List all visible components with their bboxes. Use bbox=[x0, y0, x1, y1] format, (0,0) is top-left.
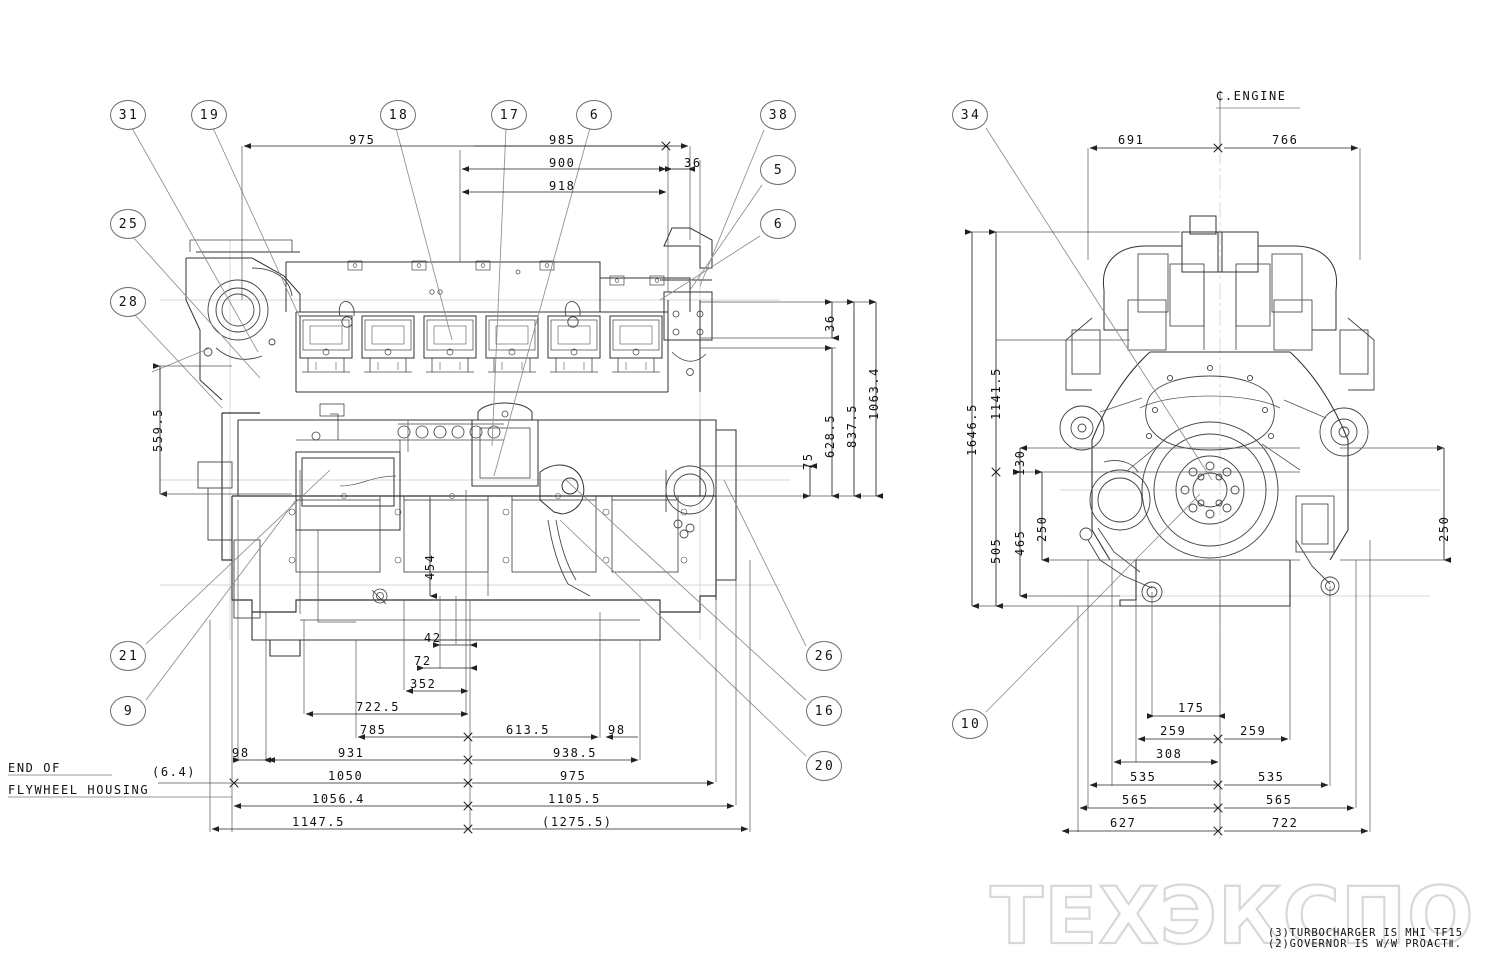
left-view-right-extension-lines bbox=[700, 301, 876, 497]
balloon-callout-5[interactable]: 5 bbox=[760, 155, 796, 185]
dimension-label: 98 bbox=[608, 723, 626, 737]
dimension-label: 837.5 bbox=[845, 403, 859, 448]
dimension-label: 175 bbox=[1178, 701, 1205, 715]
balloon-callout-10[interactable]: 10 bbox=[952, 709, 988, 739]
left-view-leader-lines bbox=[131, 127, 807, 757]
dimension-label: 628.5 bbox=[823, 413, 837, 458]
balloon-callout-6-right[interactable]: 6 bbox=[760, 209, 796, 239]
balloon-callout-20[interactable]: 20 bbox=[806, 751, 842, 781]
left-view-bottom-extension-lines bbox=[209, 500, 751, 832]
note-line-2: (2)GOVERNOR IS W/W PROACTⅡ. bbox=[1268, 937, 1462, 950]
balloon-callout-17[interactable]: 17 bbox=[491, 100, 527, 130]
dimension-label: 1147.5 bbox=[292, 815, 345, 829]
dimension-label: 36 bbox=[684, 156, 702, 170]
balloon-callout-34[interactable]: 34 bbox=[952, 100, 988, 130]
dimension-label: (1275.5) bbox=[542, 815, 613, 829]
dimension-label: 975 bbox=[349, 133, 376, 147]
balloon-callout-21[interactable]: 21 bbox=[110, 641, 146, 671]
dimension-label: 98 bbox=[232, 746, 250, 760]
left-view-vertical-dimension-5595 bbox=[152, 363, 292, 497]
dimension-label: 565 bbox=[1266, 793, 1293, 807]
dimension-label: 613.5 bbox=[506, 723, 551, 737]
dimension-label: 42 bbox=[424, 631, 442, 645]
right-view-bottom-dimensions bbox=[1061, 713, 1369, 836]
end-of-label: END OF bbox=[8, 761, 61, 775]
dimension-label: 72 bbox=[414, 654, 432, 668]
balloon-callout-9[interactable]: 9 bbox=[110, 696, 146, 726]
dimension-label: 722 bbox=[1272, 816, 1299, 830]
left-view-bottom-dimensions bbox=[158, 642, 749, 834]
flywheel-housing-label: FLYWHEEL HOUSING bbox=[8, 783, 150, 797]
balloon-callout-28[interactable]: 28 bbox=[110, 287, 146, 317]
dimension-label: 535 bbox=[1258, 770, 1285, 784]
dimension-label: 250 bbox=[1437, 515, 1451, 542]
dimension-label: 627 bbox=[1110, 816, 1137, 830]
dimension-label: 722.5 bbox=[356, 700, 401, 714]
dimension-label: 36 bbox=[823, 314, 837, 332]
dimension-label: (6.4) bbox=[152, 765, 197, 779]
dimension-label: 559.5 bbox=[151, 407, 165, 452]
left-view-engine-side-elevation bbox=[160, 227, 790, 657]
right-view-vertical-dimensions bbox=[964, 229, 1452, 609]
dimension-label: 975 bbox=[560, 769, 587, 783]
dimension-label: 1050 bbox=[328, 769, 364, 783]
dimension-label: 918 bbox=[549, 179, 576, 193]
note-line-3: (3)TURBOCHARGER IS MHI TF15 bbox=[1268, 927, 1463, 939]
drawing-notes: (3)TURBOCHARGER IS MHI TF15 (2)GOVERNOR … bbox=[1268, 928, 1463, 949]
dimension-label: 535 bbox=[1130, 770, 1157, 784]
balloon-callout-19[interactable]: 19 bbox=[191, 100, 227, 130]
dimension-label: 505 bbox=[989, 537, 1003, 564]
right-view-vertical-extension-lines bbox=[972, 231, 1300, 607]
dimension-label: 352 bbox=[410, 677, 437, 691]
dimension-label: 1141.5 bbox=[989, 367, 1003, 420]
flywheel-housing-label-lines bbox=[8, 774, 232, 798]
dimension-label: 465 bbox=[1013, 529, 1027, 556]
dimension-label: 1646.5 bbox=[965, 403, 979, 456]
dimension-label: 75 bbox=[801, 452, 815, 470]
centerline-engine-label: ₵.ENGINE bbox=[1216, 89, 1287, 103]
dimension-label: 1105.5 bbox=[548, 792, 601, 806]
dimension-label: 785 bbox=[360, 723, 387, 737]
balloon-callout-6-top[interactable]: 6 bbox=[576, 100, 612, 130]
balloon-callout-26[interactable]: 26 bbox=[806, 641, 842, 671]
right-view-bottom-extension-lines bbox=[1077, 540, 1371, 832]
dimension-label: 259 bbox=[1160, 724, 1187, 738]
dimension-label: 130 bbox=[1013, 449, 1027, 476]
balloon-callout-25[interactable]: 25 bbox=[110, 209, 146, 239]
left-view-top-dimensions bbox=[243, 141, 696, 195]
dimension-label: 1056.4 bbox=[312, 792, 365, 806]
balloon-callout-18[interactable]: 18 bbox=[380, 100, 416, 130]
dimension-label: 931 bbox=[338, 746, 365, 760]
right-view-extension-lines bbox=[1087, 100, 1361, 260]
dimension-label: 691 bbox=[1118, 133, 1145, 147]
dimension-label: 938.5 bbox=[553, 746, 598, 760]
dimension-label: 454 bbox=[423, 553, 437, 580]
balloon-callout-31[interactable]: 31 bbox=[110, 100, 146, 130]
dimension-label: 1063.4 bbox=[867, 367, 881, 420]
left-view-right-dimensions bbox=[802, 299, 884, 499]
right-view-leader-lines bbox=[985, 127, 1213, 713]
dimension-label: 259 bbox=[1240, 724, 1267, 738]
dimension-label: 565 bbox=[1122, 793, 1149, 807]
balloon-callout-16[interactable]: 16 bbox=[806, 696, 842, 726]
balloon-callout-38[interactable]: 38 bbox=[760, 100, 796, 130]
dimension-label: 250 bbox=[1035, 515, 1049, 542]
dimension-label: 900 bbox=[549, 156, 576, 170]
dimension-label: 308 bbox=[1156, 747, 1183, 761]
dimension-label: 766 bbox=[1272, 133, 1299, 147]
dimension-label: 985 bbox=[549, 133, 576, 147]
